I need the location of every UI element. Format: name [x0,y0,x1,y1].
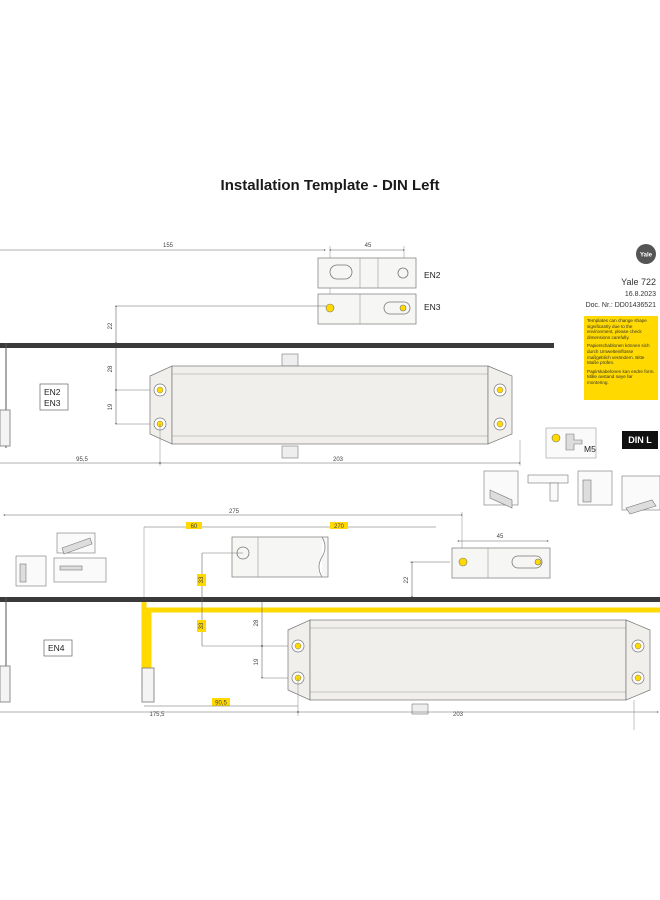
dim-175-5: 175,5 [149,712,165,718]
dim-19-top: 19 [108,403,114,410]
dim-45-bottom: 45 [497,534,504,540]
dim-275: 275 [229,509,240,515]
doc-number: Doc. Nr.: DD01436521 [586,302,657,309]
screw-label: M5 [584,444,596,454]
page-title: Installation Template - DIN Left [220,177,440,194]
dim-60-highlight [186,522,202,529]
dim-270-highlight [330,522,348,529]
dim-33b: 33 [199,622,205,629]
brand-block: Yale Yale 722 16.8.2023 Doc. Nr.: DD0143… [586,244,657,309]
dim-203-bottom: 203 [453,712,464,718]
dim-28-bottom: 28 [254,619,260,626]
bracket-en4: 45 [451,534,551,579]
logo-text: Yale [640,253,653,259]
notice-line-1: Templates can change shape significantly… [587,318,647,340]
label-en2: EN2 [44,387,61,397]
bracket-en2: EN2 [317,257,441,289]
dim-60: 60 [191,524,198,530]
dim-22-bottom: 22 [404,576,410,583]
door-frame-top [0,343,554,348]
dim-90-5: 90,5 [215,701,227,707]
door-closer-body-top [149,353,513,459]
hinge-block-left-bottom [0,665,11,703]
dim-90-5-highlight [212,698,230,706]
dim-22-top: 22 [108,322,114,329]
dim-203-top: 203 [333,457,344,463]
door-frame-bottom [0,597,660,602]
label-en2-bracket: EN2 [424,270,441,280]
screw-head-icon [551,433,561,443]
arm-template [231,536,329,578]
label-en4: EN4 [48,643,65,653]
notice-box: Templates can change shape significantly… [584,316,658,400]
hinge-block-mid-bottom [141,667,155,703]
notice-line-3: Papirskabelonen kan endre form. Måle avs… [587,368,655,385]
doc-date: 16.8.2023 [625,291,656,298]
screw-hole-icon [534,558,542,566]
yale-logo-icon [636,244,656,264]
bracket-en3: EN3 [317,293,441,325]
product-name: Yale 722 [621,277,656,287]
mounting-detail-sketches [483,470,660,515]
dim-95-5: 95,5 [76,457,88,463]
top-section: 155 45 EN2 EN3 22 28 [0,243,554,466]
screw-detail: M5 [545,427,597,459]
bottom-section: 275 60 270 45 [0,509,660,730]
notice-line-2: Papierschablonen können sich durch Umwel… [587,343,650,366]
left-detail-sketches [15,532,107,587]
screw-hole-icon [325,303,335,313]
dim-270: 270 [334,524,345,530]
label-en3: EN3 [44,398,61,408]
door-closer-body-bottom [287,619,651,715]
hinge-block-left [0,409,11,447]
screw-hole-icon [399,304,407,312]
dim-33a-highlight [197,574,206,586]
dim-155: 155 [163,243,174,249]
dim-45-top: 45 [365,243,372,249]
screw-side-icon [565,433,583,451]
dim-33b-highlight [197,620,206,632]
screw-hole-icon [458,557,468,567]
en-class-box [39,383,69,411]
dim-33a: 33 [199,576,205,583]
dim-19-bottom: 19 [254,658,260,665]
en4-box [43,639,73,657]
label-en3-bracket: EN3 [424,302,441,312]
din-badge: DIN L [622,431,658,449]
dim-28-top: 28 [108,365,114,372]
